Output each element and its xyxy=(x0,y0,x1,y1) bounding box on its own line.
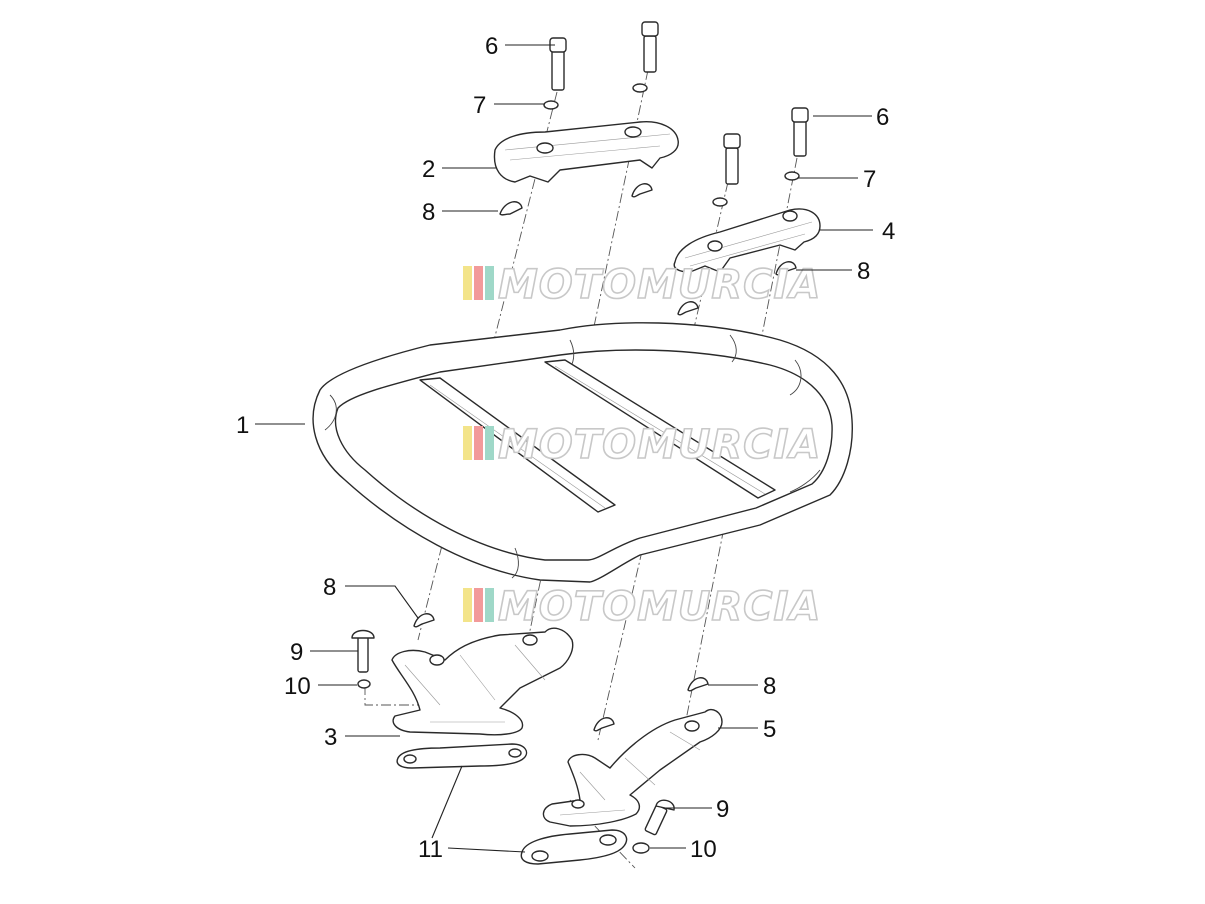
label-part-10: 10 xyxy=(284,673,311,700)
label-part-4: 4 xyxy=(882,218,895,245)
label-part-2: 2 xyxy=(422,156,435,183)
rear-upper-bracket xyxy=(673,208,821,273)
label-part-9: 9 xyxy=(290,639,303,666)
watermark-text: MOTOMURCIA xyxy=(498,422,821,468)
label-part-6: 6 xyxy=(876,104,889,131)
watermark-top: MOTOMURCIA xyxy=(463,261,821,309)
label-part-3: 3 xyxy=(324,724,337,751)
label-part-1: 1 xyxy=(236,412,249,439)
watermark-text: MOTOMURCIA xyxy=(498,584,821,630)
watermark-text: MOTOMURCIA xyxy=(498,262,821,308)
front-upper-bracket xyxy=(493,121,679,183)
label-part-10: 10 xyxy=(690,836,717,863)
rear-lower-support xyxy=(542,708,723,827)
luggage-rack-frame xyxy=(312,322,853,583)
part-labels: 6 7 2 8 1 6 7 4 8 8 9 10 3 8 5 9 10 11 xyxy=(236,33,895,863)
watermark-middle: MOTOMURCIA xyxy=(463,421,821,469)
label-part-7: 7 xyxy=(473,92,486,119)
label-part-9: 9 xyxy=(716,796,729,823)
label-part-7: 7 xyxy=(863,166,876,193)
label-part-5: 5 xyxy=(763,716,776,743)
rubber-pads xyxy=(413,183,797,732)
label-part-11: 11 xyxy=(418,836,443,863)
screws xyxy=(351,21,809,836)
watermark-bottom: MOTOMURCIA xyxy=(463,583,821,631)
label-part-6: 6 xyxy=(485,33,498,60)
label-part-8: 8 xyxy=(422,199,435,226)
label-part-8: 8 xyxy=(857,258,870,285)
front-lower-support xyxy=(391,627,574,736)
label-part-8: 8 xyxy=(763,673,776,700)
gaskets xyxy=(396,743,628,865)
label-part-8: 8 xyxy=(323,574,336,601)
washers xyxy=(357,83,800,854)
leader-lines xyxy=(255,44,873,853)
